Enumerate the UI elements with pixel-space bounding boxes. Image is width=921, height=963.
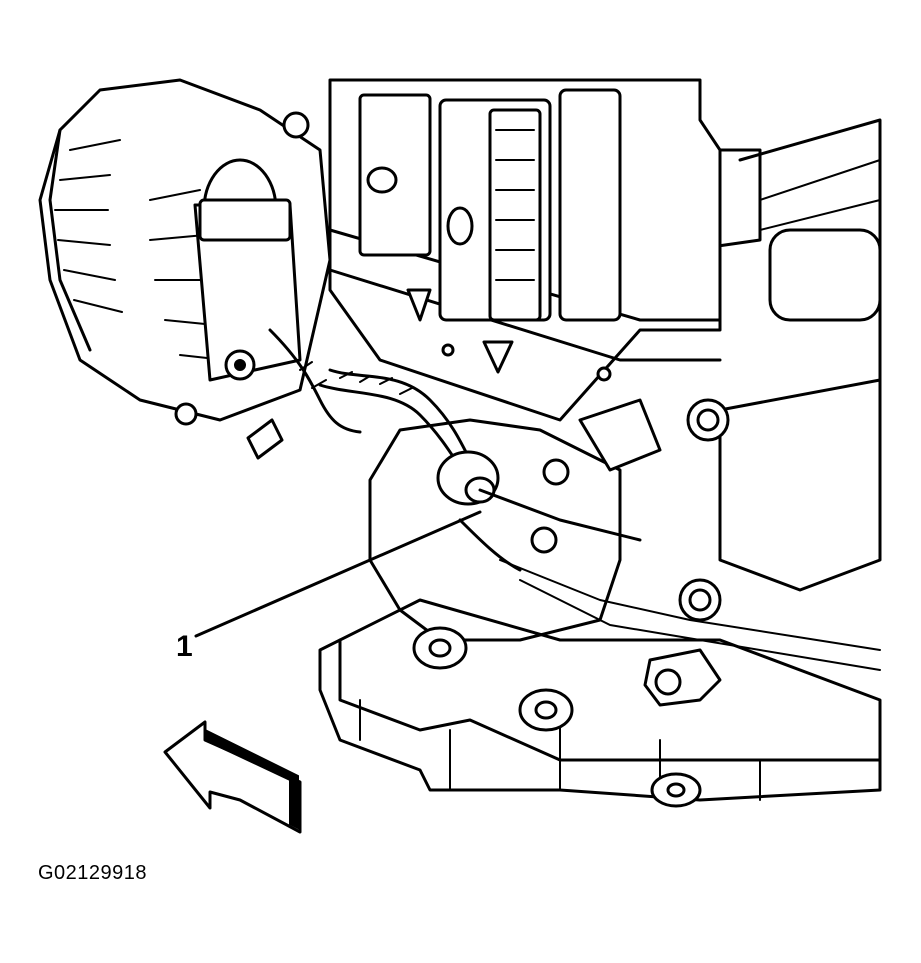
wiring-harness	[268, 328, 642, 572]
callout-leader	[194, 510, 482, 638]
generator	[38, 78, 332, 460]
callout-number: 1	[176, 630, 193, 663]
figure-id: G02129918	[38, 862, 148, 884]
mounting-bosses	[412, 398, 730, 808]
front-direction-arrow-icon	[163, 720, 302, 834]
bracket-and-connectors	[328, 78, 722, 472]
engine-block	[318, 118, 882, 802]
